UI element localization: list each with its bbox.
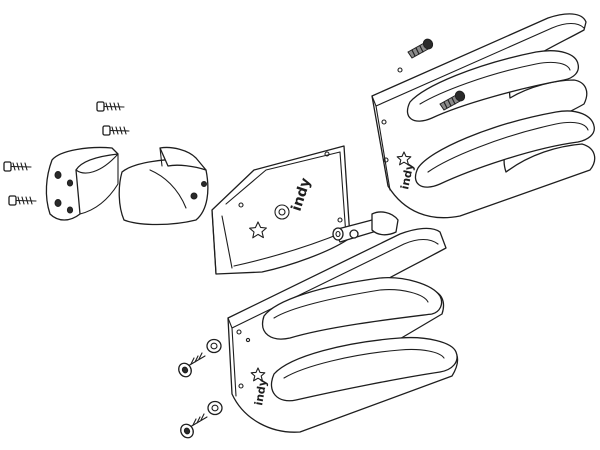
bolt-upper [178,352,206,378]
washer-lower [207,400,223,416]
screw-left-2 [8,195,37,206]
brand-logo-text-upper: indy [398,162,416,191]
star-icon [396,151,412,166]
screw-left-1 [3,161,32,172]
rack-arm-lower: indy [227,227,459,433]
screw-top-left-2 [102,125,130,136]
rack-arm-upper: indy [371,13,596,219]
screw-upper-arm-2 [439,90,466,111]
clamp-half-right [118,146,209,226]
screw-top-left-1 [96,101,125,112]
mount-base-plate: indy [211,145,351,275]
brand-logo-text-lower: indy [252,378,269,407]
washer-upper [206,338,222,354]
star-icon [250,367,266,382]
clamp-half-left [45,146,119,221]
star-icon [249,221,267,239]
pivot-pin [332,211,399,243]
screw-upper-arm-1 [407,38,434,59]
bolt-lower [180,413,208,439]
